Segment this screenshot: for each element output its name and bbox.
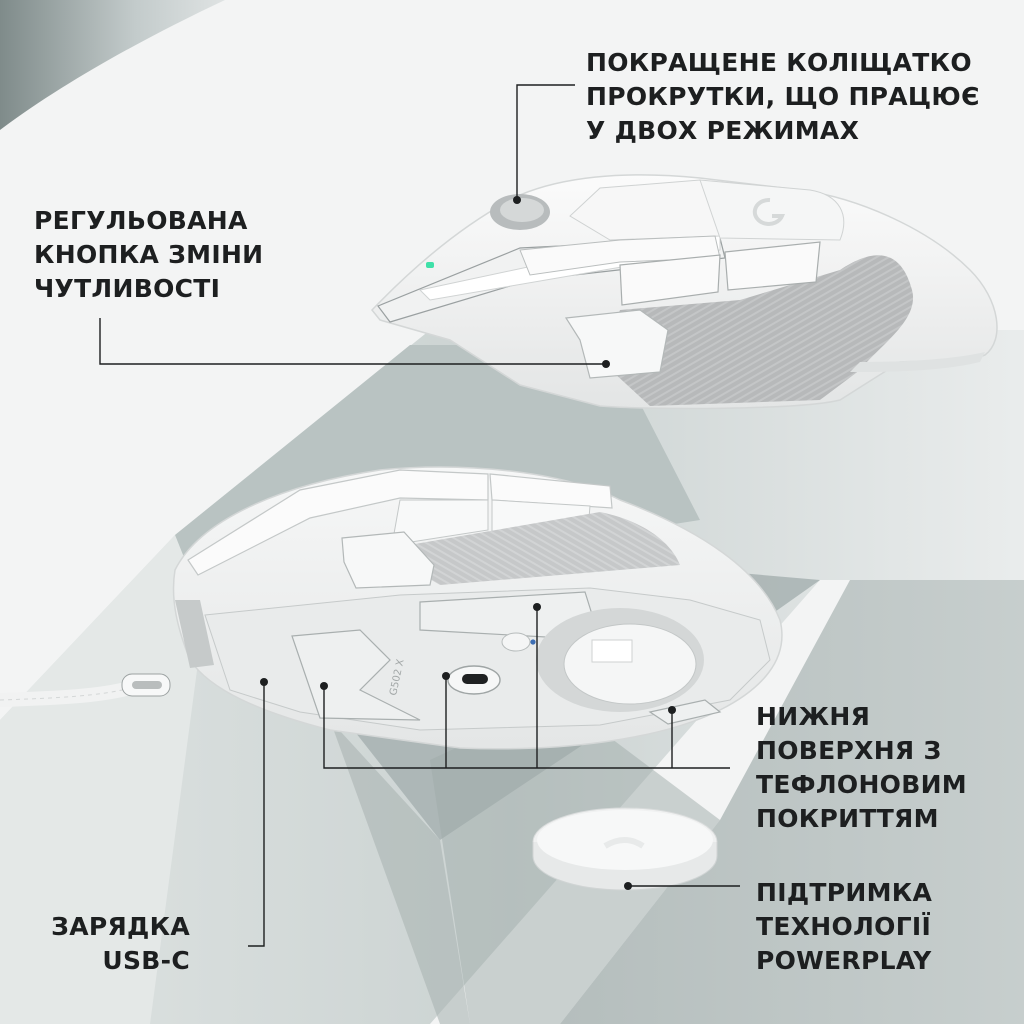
callout-ptfe-feet: НИЖНЯ ПОВЕРХНЯ З ТЕФЛОНОВИМ ПОКРИТТЯМ [756, 700, 967, 836]
callout-line: ПІДТРИМКА [756, 878, 933, 907]
callout-line: ПОВЕРХНЯ З [756, 736, 942, 765]
callout-line: У ДВОХ РЕЖИМАХ [586, 116, 860, 145]
callout-line: ПОКРАЩЕНЕ КОЛІЩАТКО [586, 48, 972, 77]
callout-line: USB-C [102, 946, 190, 975]
callout-line: ЧУТЛИВОСТІ [34, 274, 221, 303]
callout-line: НИЖНЯ [756, 702, 871, 731]
callout-scroll-wheel: ПОКРАЩЕНЕ КОЛІЩАТКО ПРОКРУТКИ, ЩО ПРАЦЮЄ… [586, 46, 980, 148]
callout-line: ПОКРИТТЯМ [756, 804, 939, 833]
callout-line: POWERPLAY [756, 946, 932, 975]
callout-line: КНОПКА ЗМІНИ [34, 240, 264, 269]
callout-line: ТЕФЛОНОВИМ [756, 770, 967, 799]
callout-dpi-shift: РЕГУЛЬОВАНА КНОПКА ЗМІНИ ЧУТЛИВОСТІ [34, 204, 263, 306]
callout-line: ПРОКРУТКИ, ЩО ПРАЦЮЄ [586, 82, 980, 111]
logo-g-icon [603, 837, 645, 849]
logo-g-icon [752, 197, 786, 226]
callout-powerplay: ПІДТРИМКА ТЕХНОЛОГІЇ POWERPLAY [756, 876, 932, 978]
callout-line: ТЕХНОЛОГІЇ [756, 912, 932, 941]
callout-line: ЗАРЯДКА [51, 912, 190, 941]
callout-usb-c: ЗАРЯДКА USB-C [40, 910, 190, 978]
callout-line: РЕГУЛЬОВАНА [34, 206, 248, 235]
